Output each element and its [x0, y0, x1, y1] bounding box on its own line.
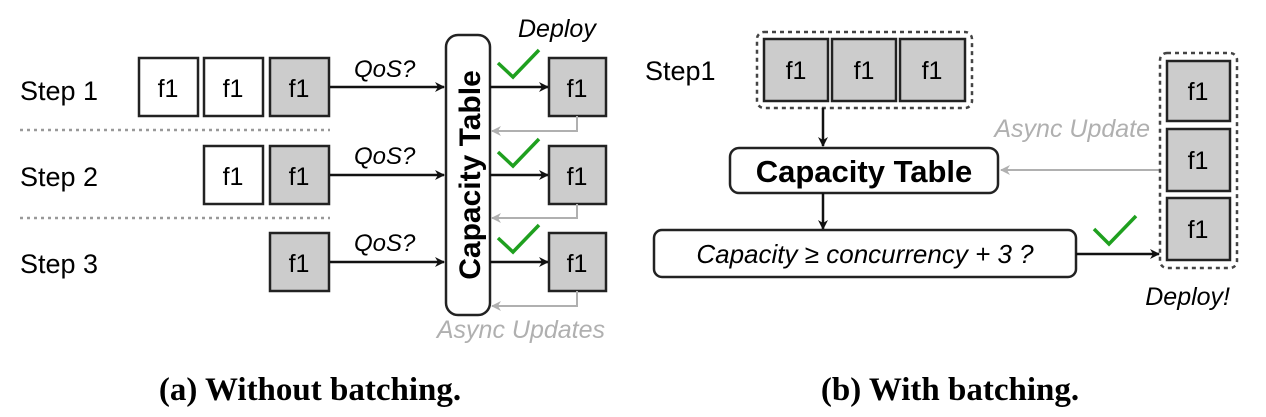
capacity-table-label: Capacity Table — [756, 154, 973, 189]
step-2-label: Step 2 — [20, 162, 98, 192]
deployed-function-box — [1165, 196, 1232, 262]
function-label: f1 — [567, 250, 588, 278]
check-icon — [496, 48, 541, 80]
check-icon — [496, 223, 541, 255]
step-1-label: Step 1 — [20, 76, 98, 106]
check-icon — [1092, 214, 1138, 247]
qos-label: QoS? — [354, 230, 416, 257]
function-label: f1 — [567, 163, 588, 191]
function-box — [202, 56, 265, 118]
batch-function-box — [762, 37, 830, 103]
function-label: f1 — [1188, 147, 1209, 175]
function-label: f1 — [1188, 78, 1209, 106]
async-update-arrow — [491, 291, 578, 311]
function-label: f1 — [1188, 216, 1209, 244]
function-box-pending — [268, 56, 331, 118]
deployed-function-box — [1165, 127, 1232, 193]
step-2-boxes: f1 f1 — [202, 144, 331, 206]
panel-a: Step 1 Step 2 Step 3 f1 f1 f1 f1 f1 f1 — [20, 15, 608, 408]
function-box — [137, 56, 200, 118]
deploy-label: Deploy! — [1145, 283, 1230, 311]
function-label: f1 — [223, 163, 244, 191]
capacity-table-label: Capacity Table — [454, 70, 487, 280]
deployed-function-box — [1165, 59, 1232, 123]
capacity-table-box — [728, 146, 1000, 195]
batch-group — [755, 30, 974, 110]
condition-label: Capacity ≥ concurrency + 3 ? — [696, 239, 1034, 269]
step-3-boxes: f1 — [268, 231, 331, 293]
function-label: f1 — [854, 57, 875, 85]
function-label: f1 — [786, 57, 807, 85]
deployed-function-box — [547, 56, 608, 118]
qos-label: QoS? — [354, 56, 416, 83]
panel-b: Step1 f1 f1 f1 Capacity Table Capacity ≥… — [645, 30, 1239, 408]
async-updates-label: Async Updates — [435, 316, 605, 344]
function-label: f1 — [223, 75, 244, 103]
step-3-label: Step 3 — [20, 249, 98, 279]
check-icon — [496, 137, 541, 169]
deploy-label: Deploy — [518, 15, 597, 43]
function-box — [202, 144, 265, 206]
function-label: f1 — [289, 163, 310, 191]
step-1-label: Step1 — [645, 56, 716, 86]
qos-label: QoS? — [354, 143, 416, 170]
async-update-arrow — [491, 204, 578, 223]
caption-a: (a) Without batching. — [159, 372, 461, 408]
function-box-pending — [268, 144, 331, 206]
deployed-function-box — [547, 231, 608, 293]
batch-function-box — [830, 37, 898, 103]
caption-b: (b) With batching. — [821, 372, 1079, 408]
step-1-boxes: f1 f1 f1 — [137, 56, 331, 118]
function-label: f1 — [289, 250, 310, 278]
function-label: f1 — [922, 57, 943, 85]
function-label: f1 — [289, 75, 310, 103]
function-label: f1 — [567, 75, 588, 103]
async-update-arrow — [491, 116, 578, 136]
batch-function-box — [898, 37, 967, 103]
function-label: f1 — [158, 75, 179, 103]
async-update-label: Async Update — [992, 115, 1150, 143]
function-box-pending — [268, 231, 331, 293]
